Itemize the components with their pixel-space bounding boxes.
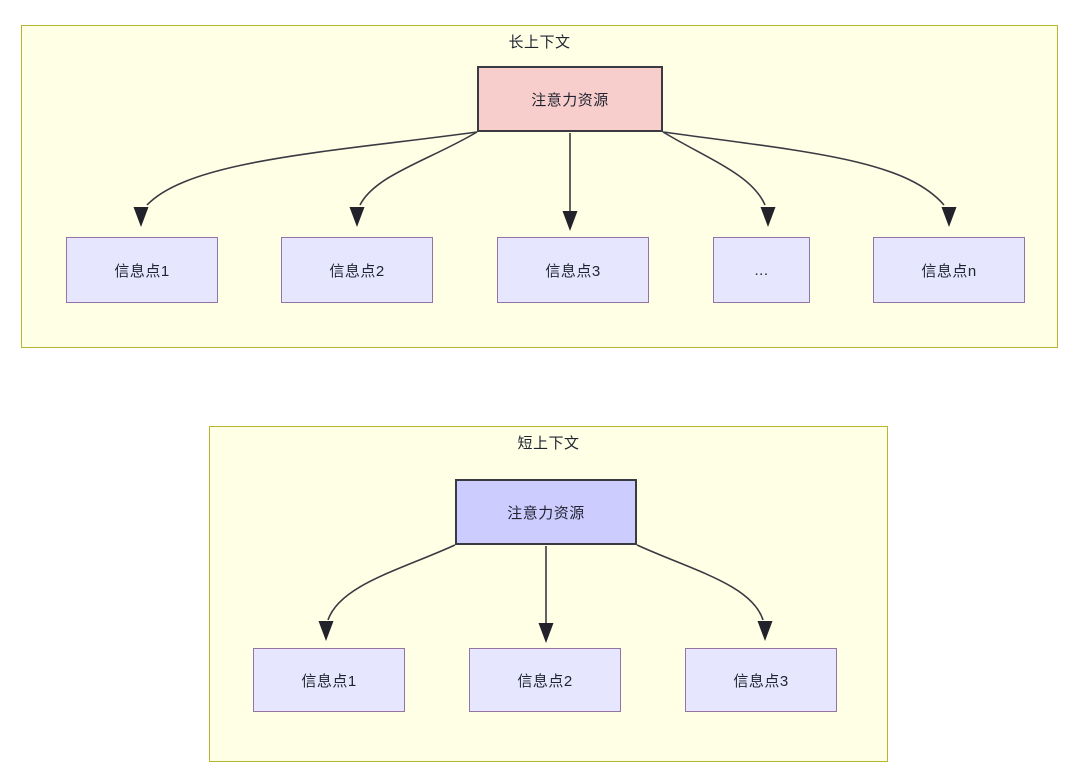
node-short-leaf-1[interactable]: 信息点1 xyxy=(253,648,405,712)
node-long-leaf-ellipsis-label: ... xyxy=(754,261,769,279)
group-long-context-title: 长上下文 xyxy=(508,34,571,51)
node-long-leaf-ellipsis[interactable]: ... xyxy=(713,237,810,303)
node-long-root-label: 注意力资源 xyxy=(531,91,609,109)
node-short-root-label: 注意力资源 xyxy=(507,504,585,522)
node-long-leaf-1-label: 信息点1 xyxy=(114,262,170,280)
node-short-root-attention-resource[interactable]: 注意力资源 xyxy=(455,479,637,545)
node-long-leaf-1[interactable]: 信息点1 xyxy=(66,237,218,303)
node-short-leaf-3-label: 信息点3 xyxy=(733,672,789,690)
node-short-leaf-1-label: 信息点1 xyxy=(301,672,357,690)
node-short-leaf-3[interactable]: 信息点3 xyxy=(685,648,837,712)
node-long-leaf-2-label: 信息点2 xyxy=(329,262,385,280)
node-long-leaf-3-label: 信息点3 xyxy=(545,262,601,280)
node-long-leaf-2[interactable]: 信息点2 xyxy=(281,237,433,303)
node-short-leaf-2-label: 信息点2 xyxy=(517,672,573,690)
node-long-leaf-n[interactable]: 信息点n xyxy=(873,237,1025,303)
node-long-root-attention-resource[interactable]: 注意力资源 xyxy=(477,66,663,132)
node-long-leaf-3[interactable]: 信息点3 xyxy=(497,237,649,303)
node-long-leaf-n-label: 信息点n xyxy=(921,262,977,280)
group-short-context-title: 短上下文 xyxy=(517,435,580,452)
node-short-leaf-2[interactable]: 信息点2 xyxy=(469,648,621,712)
